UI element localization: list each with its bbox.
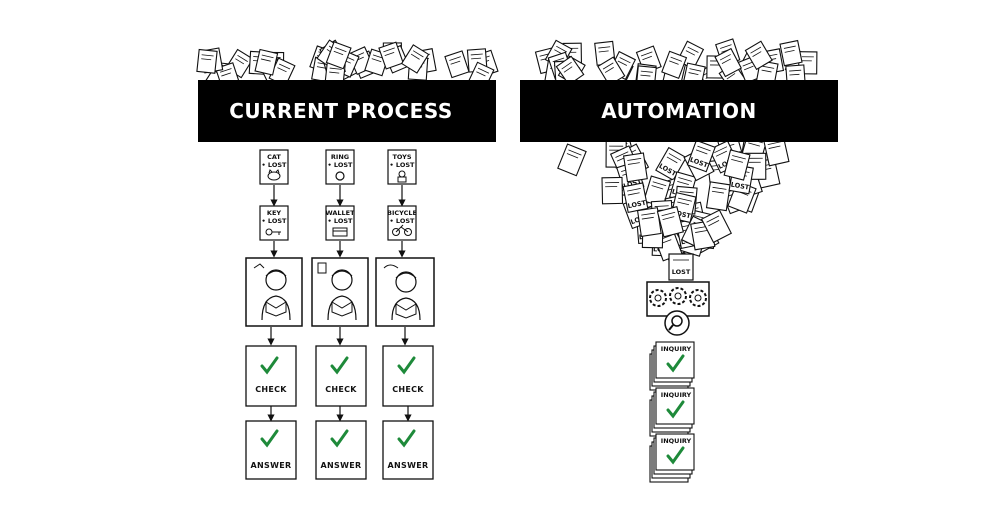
right-panel-title: AUTOMATION xyxy=(601,99,756,123)
gear-icon xyxy=(670,288,686,304)
inquiry-stack: INQUIRY xyxy=(650,388,694,436)
card-title: RING xyxy=(331,153,349,161)
answer-card: ANSWER xyxy=(383,421,433,479)
check-label: CHECK xyxy=(392,385,424,394)
answer-card: ANSWER xyxy=(246,421,296,479)
gear-icon xyxy=(690,290,706,306)
funnel-output-card: LOST xyxy=(669,254,693,280)
card-status: • LOST xyxy=(262,161,288,169)
left-panel-title: CURRENT PROCESS xyxy=(229,99,453,123)
inquiry-label: INQUIRY xyxy=(661,437,692,445)
lost-item-card: WALLET • LOST xyxy=(325,206,355,240)
funnel-paper-icon xyxy=(707,182,731,211)
inquiry-stack: INQUIRY xyxy=(650,434,694,482)
gear-icon xyxy=(650,290,666,306)
paper-sheet-icon xyxy=(197,49,217,73)
card-status: • LOST xyxy=(262,217,288,225)
funnel-paper-icon xyxy=(558,144,586,176)
person-reading-icon xyxy=(312,258,368,326)
answer-label: ANSWER xyxy=(251,461,292,470)
answer-label: ANSWER xyxy=(321,461,362,470)
inquiry-stacks: INQUIRY INQUIRY INQUIRY xyxy=(650,342,694,482)
answer-card: ANSWER xyxy=(316,421,366,479)
process-column-1: CAT • LOST KEY • LOST xyxy=(246,150,302,479)
answer-label: ANSWER xyxy=(388,461,429,470)
card-status: • LOST xyxy=(328,217,354,225)
lost-item-card: KEY • LOST xyxy=(260,206,288,240)
lost-item-card: CAT • LOST xyxy=(260,150,288,184)
lost-item-card: TOYS • LOST xyxy=(388,150,416,184)
card-title: BICYCLE xyxy=(387,209,417,217)
card-title: TOYS xyxy=(392,153,411,161)
lost-item-card: RING • LOST xyxy=(326,150,354,184)
inquiry-label: INQUIRY xyxy=(661,345,692,353)
left-panel: CURRENT PROCESS CAT • LOST KEY • LOST xyxy=(197,40,498,479)
inquiry-label: INQUIRY xyxy=(661,391,692,399)
right-panel: LOSTLOSTLOSTLOSTLOSTLOSTLOSTLOSTLOSTLOST… xyxy=(520,39,838,482)
check-card: CHECK xyxy=(246,346,296,406)
paper-sheet-icon xyxy=(445,51,469,78)
card-status: • LOST xyxy=(390,161,416,169)
process-column-2: RING • LOST WALLET • LOST xyxy=(312,150,368,479)
card-title: WALLET xyxy=(325,209,355,217)
check-label: CHECK xyxy=(325,385,357,394)
check-card: CHECK xyxy=(316,346,366,406)
paper-funnel: LOSTLOSTLOSTLOSTLOSTLOSTLOSTLOSTLOSTLOST… xyxy=(558,133,789,264)
funnel-paper-icon xyxy=(602,177,623,203)
card-status: • LOST xyxy=(328,161,354,169)
person-reading-icon xyxy=(246,258,302,326)
funnel-output-label: LOST xyxy=(672,268,691,276)
card-title: KEY xyxy=(267,209,281,217)
paper-sheet-icon xyxy=(780,41,802,66)
process-column-3: TOYS • LOST BICYCLE • LOST xyxy=(376,150,434,479)
person-reading-icon xyxy=(376,258,434,326)
funnel-paper-icon: LOST xyxy=(623,183,648,212)
magnifier-icon xyxy=(665,311,689,335)
lost-item-card: BICYCLE • LOST xyxy=(387,206,417,240)
card-title: CAT xyxy=(267,153,281,161)
inquiry-stack: INQUIRY xyxy=(650,342,694,390)
funnel-paper-icon xyxy=(624,153,648,182)
check-card: CHECK xyxy=(383,346,433,406)
card-status: • LOST xyxy=(390,217,416,225)
check-label: CHECK xyxy=(255,385,287,394)
